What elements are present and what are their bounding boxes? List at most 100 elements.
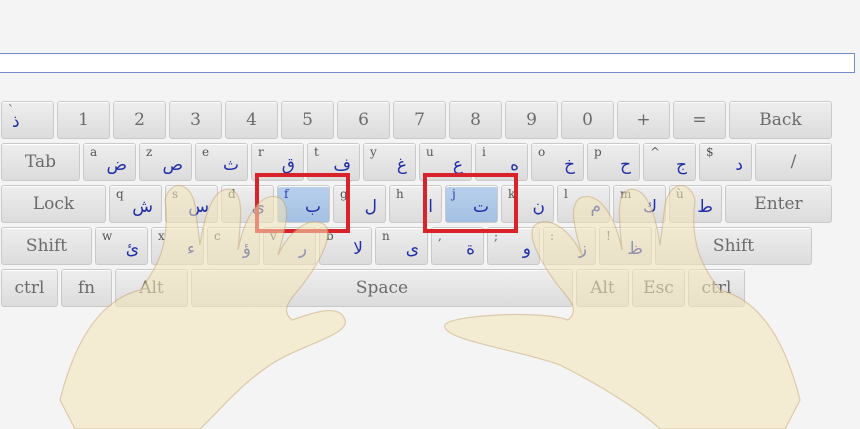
key-latin-char: r <box>258 145 264 159</box>
key-5[interactable]: 5 <box>281 101 334 139</box>
key-latin-char: v <box>270 229 277 243</box>
key-backspace[interactable]: Back <box>729 101 832 139</box>
key-capslock[interactable]: Lock <box>1 185 106 223</box>
key-alt-left[interactable]: Alt <box>115 269 188 307</box>
key-latin-char: j <box>452 187 456 201</box>
key-label: ctrl <box>14 278 45 298</box>
key-ctrl-left[interactable]: ctrl <box>1 269 58 307</box>
key-2[interactable]: 2 <box>113 101 166 139</box>
key-esc[interactable]: Esc <box>632 269 685 307</box>
key-enter[interactable]: Enter <box>725 185 832 223</box>
key-arabic-char: ل <box>364 197 377 217</box>
key-caret[interactable]: ^ج <box>643 143 696 181</box>
key-label: Lock <box>32 194 75 214</box>
key-latin-char: : <box>550 229 555 243</box>
key-latin-char: b <box>326 229 334 243</box>
key-0[interactable]: 0 <box>561 101 614 139</box>
key-label: 1 <box>78 110 89 130</box>
key-latin-char: f <box>284 187 289 201</box>
key-label: 5 <box>302 110 313 130</box>
key-comma[interactable]: ,ة <box>431 227 484 265</box>
key-equals[interactable]: = <box>673 101 726 139</box>
key-shift-left[interactable]: Shift <box>1 227 92 265</box>
key-latin-char: y <box>370 145 377 159</box>
key-latin-char: z <box>146 145 153 159</box>
key-6[interactable]: 6 <box>337 101 390 139</box>
key-semicolon[interactable]: ;و <box>487 227 540 265</box>
key-7[interactable]: 7 <box>393 101 446 139</box>
key-arabic-char: ج <box>676 155 687 175</box>
key-dollar[interactable]: $د <box>699 143 752 181</box>
key-3[interactable]: 3 <box>169 101 222 139</box>
key-slash[interactable]: / <box>755 143 832 181</box>
key-arabic-char: ث <box>222 155 239 175</box>
key-label: = <box>692 110 707 130</box>
key-arabic-char: ة <box>466 239 475 259</box>
key-shift-right[interactable]: Shift <box>655 227 812 265</box>
key-excl[interactable]: !ظ <box>599 227 652 265</box>
key-space[interactable]: Space <box>191 269 573 307</box>
key-ctrl-right[interactable]: ctrl <box>688 269 745 307</box>
key-latin-char: p <box>594 145 602 159</box>
key-arabic-char: ذ <box>12 112 20 132</box>
key-arabic-char: و <box>522 239 531 259</box>
key-latin-char: k <box>508 187 516 201</box>
key-backtick[interactable]: `ذ <box>1 101 54 139</box>
text-input[interactable] <box>0 53 855 73</box>
key-arabic-char: ص <box>162 155 183 175</box>
key-tab[interactable]: Tab <box>1 143 80 181</box>
key-label: 4 <box>246 110 257 130</box>
key-arabic-char: م <box>590 197 601 217</box>
key-1[interactable]: 1 <box>57 101 110 139</box>
key-plus[interactable]: + <box>617 101 670 139</box>
key-label: Enter <box>754 194 803 214</box>
key-label: 6 <box>358 110 369 130</box>
key-8[interactable]: 8 <box>449 101 502 139</box>
key-label: Tab <box>24 152 57 172</box>
key-latin-char: l <box>564 187 568 201</box>
key-alt-right[interactable]: Alt <box>576 269 629 307</box>
key-4[interactable]: 4 <box>225 101 278 139</box>
key-latin-char: , <box>438 229 442 243</box>
key-latin-char: x <box>158 229 165 243</box>
key-arabic-char: ش <box>132 197 153 217</box>
key-latin-char: h <box>396 187 404 201</box>
key-fn[interactable]: fn <box>61 269 112 307</box>
key-latin-char: u <box>426 145 434 159</box>
key-9[interactable]: 9 <box>505 101 558 139</box>
key-colon[interactable]: :ز <box>543 227 596 265</box>
key-arabic-char: خ <box>564 155 575 175</box>
key-arabic-char: ظ <box>627 239 643 259</box>
key-latin-char: a <box>90 145 98 159</box>
key-latin-char: ` <box>8 103 14 117</box>
key-label: 2 <box>134 110 145 130</box>
